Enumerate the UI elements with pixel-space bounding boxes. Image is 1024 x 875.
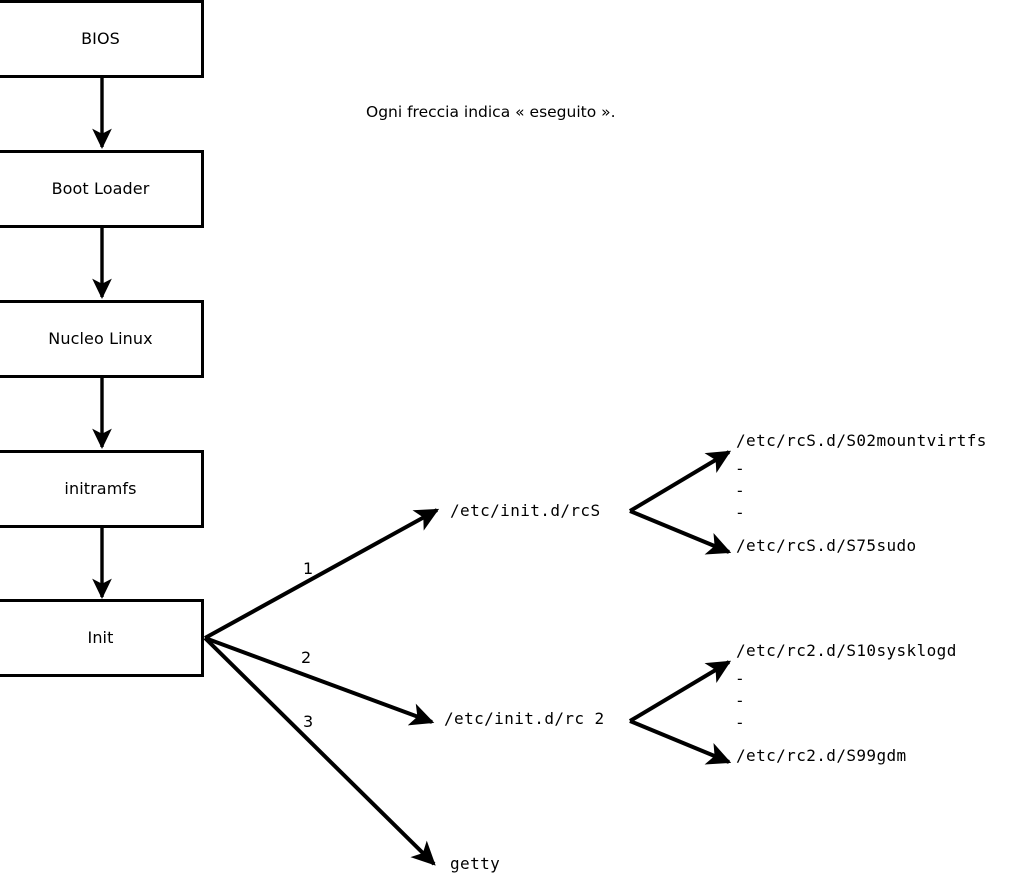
box-boot-loader[interactable]: Boot Loader bbox=[0, 150, 204, 228]
rcs-ellipsis-dash-1: - bbox=[735, 459, 745, 478]
arrow-init-to-rcs bbox=[204, 508, 440, 640]
label-rcs-last-script[interactable]: /etc/rcS.d/S75sudo bbox=[736, 536, 917, 555]
box-bios[interactable]: BIOS bbox=[0, 0, 204, 78]
label-getty[interactable]: getty bbox=[450, 854, 501, 873]
edge-number-3: 3 bbox=[303, 712, 314, 731]
rc2-ellipsis-dash-1: - bbox=[735, 669, 745, 688]
arrow-rcs-to-last-script bbox=[629, 509, 732, 555]
arrow-rc2-to-last-script bbox=[629, 719, 732, 765]
arrow-init-to-rc2 bbox=[204, 636, 435, 726]
box-initramfs-label: initramfs bbox=[64, 479, 137, 498]
legend-note: Ogni freccia indica « eseguito ». bbox=[366, 103, 616, 121]
label-rc2-last-script[interactable]: /etc/rc2.d/S99gdm bbox=[736, 746, 907, 765]
box-bios-label: BIOS bbox=[81, 29, 120, 48]
box-init-label: Init bbox=[87, 628, 114, 647]
arrow-rc2-to-first-script bbox=[628, 660, 732, 723]
label-init-d-rcs[interactable]: /etc/init.d/rcS bbox=[450, 501, 601, 520]
arrow-init-to-getty bbox=[203, 636, 436, 866]
label-init-d-rc2[interactable]: /etc/init.d/rc 2 bbox=[444, 709, 605, 728]
edge-number-1: 1 bbox=[303, 559, 314, 578]
box-nucleo-linux[interactable]: Nucleo Linux bbox=[0, 300, 204, 378]
rcs-ellipsis-dash-3: - bbox=[735, 503, 745, 522]
box-initramfs[interactable]: initramfs bbox=[0, 450, 204, 528]
label-rcs-first-script[interactable]: /etc/rcS.d/S02mountvirtfs bbox=[736, 431, 987, 450]
box-init[interactable]: Init bbox=[0, 599, 204, 677]
edge-number-2: 2 bbox=[301, 648, 312, 667]
rc2-ellipsis-dash-3: - bbox=[735, 713, 745, 732]
arrow-rcs-to-first-script bbox=[628, 450, 732, 513]
label-rc2-first-script[interactable]: /etc/rc2.d/S10sysklogd bbox=[736, 641, 957, 660]
box-nucleo-linux-label: Nucleo Linux bbox=[48, 329, 153, 348]
rc2-ellipsis-dash-2: - bbox=[735, 691, 745, 710]
rcs-ellipsis-dash-2: - bbox=[735, 481, 745, 500]
box-boot-loader-label: Boot Loader bbox=[51, 179, 150, 198]
